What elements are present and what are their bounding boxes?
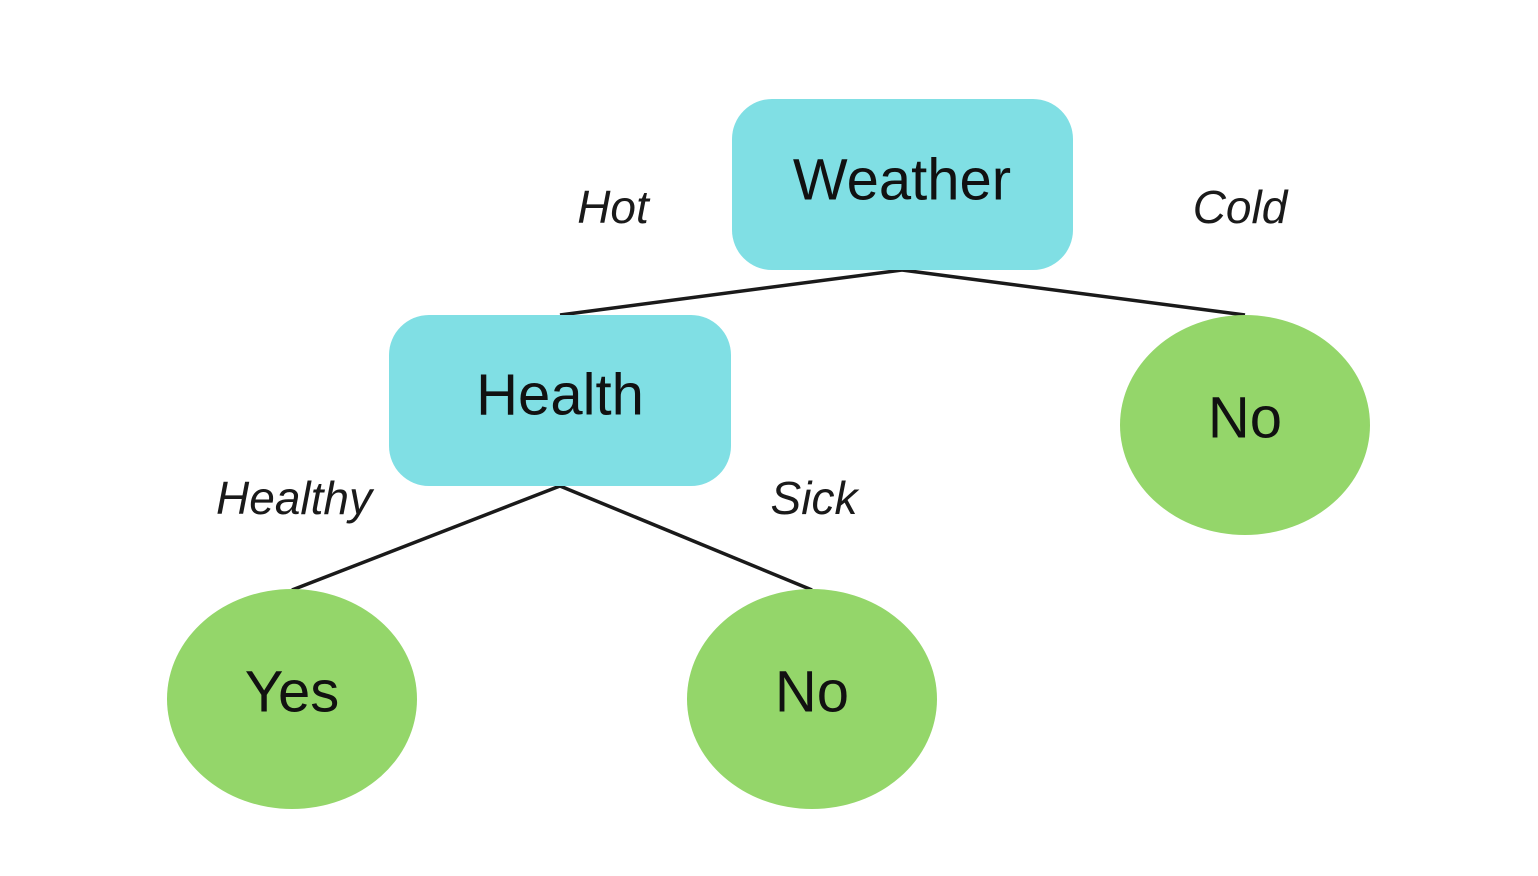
leaf-sick-no-shape — [687, 589, 937, 809]
edge-sick — [559, 484, 813, 592]
node-health: Health — [389, 315, 731, 486]
edge-cold — [901, 268, 1246, 317]
leaf-yes: Yes — [167, 589, 417, 809]
leaf-sick-no-label: No — [775, 660, 849, 725]
leaf-cold-no-shape — [1120, 315, 1370, 535]
leaf-sick-no: No — [687, 589, 937, 809]
edge-label-healthy: Healthy — [216, 472, 375, 524]
leaf-cold-no: No — [1120, 315, 1370, 535]
edge-healthy — [291, 484, 561, 592]
node-weather-box — [732, 99, 1073, 270]
edge-label-sick: Sick — [771, 472, 860, 524]
node-weather-label: Weather — [793, 148, 1011, 213]
leaf-cold-no-label: No — [1208, 386, 1282, 451]
node-health-label: Health — [476, 363, 644, 428]
edge-label-hot: Hot — [577, 181, 651, 233]
leaf-yes-shape — [167, 589, 417, 809]
node-health-box — [389, 315, 731, 486]
leaf-yes-label: Yes — [245, 660, 340, 725]
edge-hot — [559, 268, 903, 317]
edge-label-cold: Cold — [1193, 181, 1289, 233]
node-weather: Weather — [732, 99, 1073, 270]
